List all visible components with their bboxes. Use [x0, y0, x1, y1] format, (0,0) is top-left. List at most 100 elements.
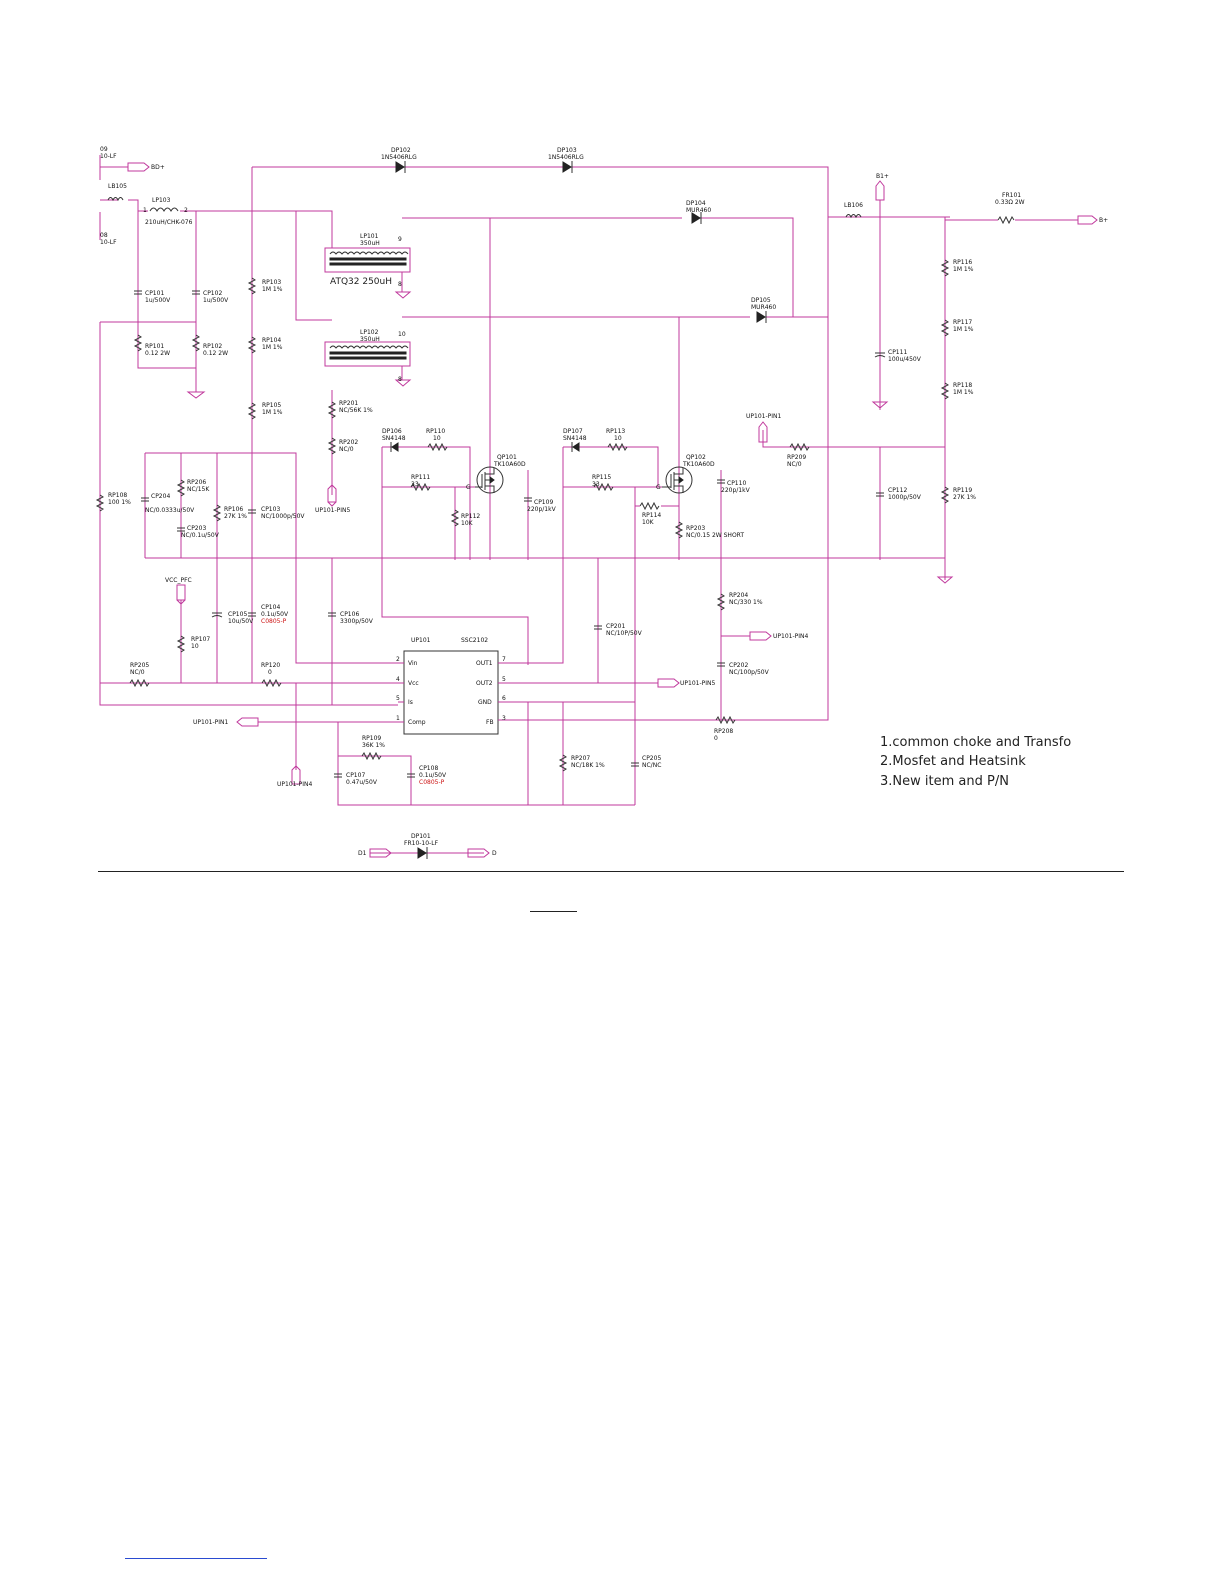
rp115-value: 33: [592, 481, 600, 488]
lp102-pin-b: 8: [398, 376, 402, 383]
qp101-value: TK10A60D: [493, 461, 526, 468]
net-up101-pin1-top: UP101-PIN1: [746, 413, 782, 420]
cp105-value: 10u/50V: [228, 618, 254, 625]
cp204-ref: CP204: [151, 493, 170, 500]
lp102-value: 350uH: [360, 336, 380, 343]
partial-part-top: 10-LF: [100, 153, 117, 160]
lp103-ref: LP103: [152, 197, 171, 204]
rp114-ref: RP114: [642, 512, 661, 519]
rp103-ref: RP103: [262, 279, 281, 286]
component-symbols: [95, 161, 1098, 859]
b1-plus-port: [875, 180, 885, 201]
rp106-value: 27K 1%: [224, 513, 247, 520]
cp201-ref: CP201: [606, 623, 625, 630]
up101-pin-num-out1: 7: [502, 656, 506, 663]
rp203-symbol: [674, 521, 684, 539]
rp108-ref: RP108: [108, 492, 127, 499]
cp105-symbol: [211, 612, 223, 618]
rp108-symbol: [95, 494, 105, 512]
lp101-pin-a: 9: [398, 236, 402, 243]
note-1: 1.common choke and Transfo: [880, 735, 1071, 750]
rp204-ref: RP204: [729, 592, 748, 599]
up101-pin-out2: OUT2: [476, 680, 493, 687]
rp209-symbol: [789, 442, 810, 452]
cp204-value: NC/0.0333u/50V: [145, 507, 195, 514]
cp107-symbol: [334, 773, 342, 778]
cp102-ref: CP102: [203, 290, 222, 297]
wires: [99, 155, 1078, 854]
ground-symbol: [936, 576, 954, 584]
qp102-value: TK10A60D: [682, 461, 715, 468]
dp106-ref: DP106: [382, 428, 402, 435]
up101-pin1-port-left: [236, 717, 259, 727]
net-b1-plus: B1+: [876, 173, 889, 180]
cp108-value: 0.1u/50V: [419, 772, 447, 779]
cp104-pkg: C0805-P: [261, 618, 287, 625]
d-port: [467, 848, 490, 858]
rp117-symbol: [940, 319, 950, 337]
rp206-ref: RP206: [187, 479, 206, 486]
cp103-ref: CP103: [261, 506, 280, 513]
cp111-ref: CP111: [888, 349, 907, 356]
cp109-value: 220p/1kV: [527, 506, 557, 513]
dp104-diode: [691, 212, 701, 224]
up101-pin-out1: OUT1: [476, 660, 493, 667]
partial-ref-top: 09: [100, 146, 108, 153]
lb106-ref: LB106: [844, 202, 863, 209]
up101-pin-num-comp: 1: [396, 715, 400, 722]
net-up101-pin5-left: UP101-PIN5: [315, 507, 351, 514]
rp205-ref: RP205: [130, 662, 149, 669]
rp201-ref: RP201: [339, 400, 358, 407]
rp106-ref: RP106: [224, 506, 243, 513]
cp106-symbol: [328, 612, 336, 617]
cp201-value: NC/10P/50V: [606, 630, 643, 637]
rp119-ref: RP119: [953, 487, 972, 494]
dp106-diode: [391, 442, 399, 452]
net-d1: D1: [358, 850, 367, 857]
cp106-value: 3300p/50V: [340, 618, 374, 625]
cp101-ref: CP101: [145, 290, 164, 297]
dp102-ref: DP102: [391, 147, 411, 154]
cp108-symbol: [407, 773, 415, 778]
dp103-ref: DP103: [557, 147, 577, 154]
rp107-ref: RP107: [191, 636, 210, 643]
ground-symbol: [394, 291, 412, 299]
rp208-value: 0: [714, 735, 718, 742]
lb105-ref: LB105: [108, 183, 127, 190]
qp102-gate: G: [656, 484, 661, 491]
lp103-coil: [149, 207, 179, 212]
rp205-symbol: [129, 678, 150, 688]
rp119-value: 27K 1%: [953, 494, 976, 501]
up101-pin5-port-right: [657, 678, 680, 688]
dp106-value: SN4148: [382, 435, 406, 442]
rp202-ref: RP202: [339, 439, 358, 446]
rp207-ref: RP207: [571, 755, 590, 762]
rp107-symbol: [176, 635, 186, 653]
dp107-ref: DP107: [563, 428, 583, 435]
lp102-pin-a: 10: [398, 331, 406, 338]
cp102-symbol: [192, 290, 200, 295]
up101-pin-num-fb: 3: [502, 715, 506, 722]
rp207-value: NC/18K 1%: [571, 762, 605, 769]
ground-symbol: [394, 379, 412, 387]
lp101-value: 350uH: [360, 240, 380, 247]
rp209-ref: RP209: [787, 454, 806, 461]
rp120-symbol: [261, 678, 282, 688]
qp101-mosfet: [475, 466, 504, 494]
dp104-ref: DP104: [686, 200, 706, 207]
rp104-value: 1M 1%: [262, 344, 283, 351]
labels: 09 10-LF 08 10-LF BD+ B1+ B+ VCC_PFC UP1…: [100, 146, 1108, 857]
rp103-symbol: [247, 277, 257, 295]
cp205-symbol: [631, 762, 639, 767]
up101-pin-gnd: GND: [478, 699, 492, 706]
qp101-gate: G: [466, 484, 471, 491]
rp118-symbol: [940, 382, 950, 400]
cp111-value: 100u/450V: [888, 356, 922, 363]
cp108-ref: CP108: [419, 765, 438, 772]
cp107-ref: CP107: [346, 772, 365, 779]
rp201-symbol: [327, 401, 337, 419]
rp105-ref: RP105: [262, 402, 281, 409]
up101-part: SSC2102: [461, 637, 488, 644]
rp113-ref: RP113: [606, 428, 625, 435]
qp102-mosfet: [662, 466, 693, 494]
